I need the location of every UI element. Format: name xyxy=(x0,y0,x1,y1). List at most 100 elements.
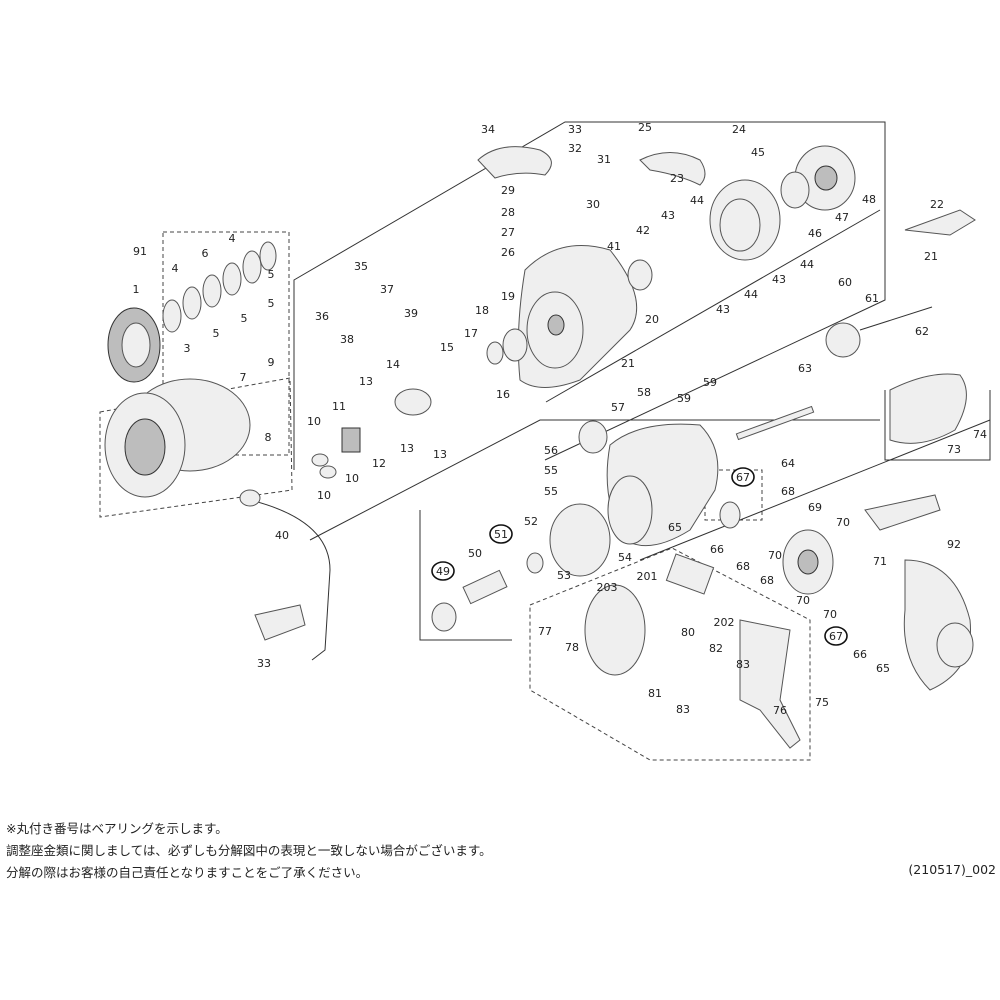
part-callout-15: 15 xyxy=(440,341,454,354)
part-callout-83: 83 xyxy=(676,703,690,716)
part-callout-10: 10 xyxy=(317,489,331,502)
part-callout-39: 39 xyxy=(404,307,418,320)
part-callout-28: 28 xyxy=(501,206,515,219)
frame-line-main-gear xyxy=(639,419,991,561)
part-callout-66: 66 xyxy=(710,543,724,556)
part-callout-76: 76 xyxy=(773,704,787,717)
note-bearing: ※丸付き番号はベアリングを示します。 xyxy=(6,821,228,836)
part-callout-63: 63 xyxy=(798,362,812,375)
part-callout-4: 4 xyxy=(229,232,236,245)
bearing-callout-circle xyxy=(824,626,848,646)
part-callout-35: 35 xyxy=(354,260,368,273)
part-callout-26: 26 xyxy=(501,246,515,259)
part-callout-73: 73 xyxy=(947,443,961,456)
part-callout-16: 16 xyxy=(496,388,510,401)
part-callout-55: 55 xyxy=(544,464,558,477)
part-callout-68: 68 xyxy=(760,574,774,587)
bail-parts xyxy=(477,146,976,236)
part-callout-29: 29 xyxy=(501,184,515,197)
part-callout-43: 43 xyxy=(716,303,730,316)
part-callout-30: 30 xyxy=(586,198,600,211)
part-callout-75: 75 xyxy=(815,696,829,709)
part-callout-48: 48 xyxy=(862,193,876,206)
part-callout-23: 23 xyxy=(670,172,684,185)
part-callout-33: 33 xyxy=(257,657,271,670)
part-callout-66: 66 xyxy=(853,648,867,661)
part-callout-70: 70 xyxy=(823,608,837,621)
part-callout-44: 44 xyxy=(800,258,814,271)
part-callout-13: 13 xyxy=(400,442,414,455)
part-callout-47: 47 xyxy=(835,211,849,224)
part-callout-32: 32 xyxy=(568,142,582,155)
part-callout-12: 12 xyxy=(372,457,386,470)
part-callout-81: 81 xyxy=(648,687,662,700)
oscillation-parts xyxy=(735,306,933,441)
part-callout-74: 74 xyxy=(973,428,987,441)
part-callout-13: 13 xyxy=(433,448,447,461)
part-callout-34: 34 xyxy=(481,123,495,136)
part-callout-70: 70 xyxy=(768,549,782,562)
drive-gear xyxy=(719,501,834,595)
part-callout-83: 83 xyxy=(736,658,750,671)
part-callout-36: 36 xyxy=(315,310,329,323)
part-callout-9: 9 xyxy=(268,356,275,369)
part-callout-21: 21 xyxy=(621,357,635,370)
part-callout-40: 40 xyxy=(275,529,289,542)
part-callout-203: 203 xyxy=(597,581,618,594)
part-callout-67: 67 xyxy=(736,471,750,484)
frame-line-upper xyxy=(545,209,881,403)
part-callout-37: 37 xyxy=(380,283,394,296)
part-callout-78: 78 xyxy=(565,641,579,654)
part-callout-22: 22 xyxy=(930,198,944,211)
part-callout-77: 77 xyxy=(538,625,552,638)
part-callout-33: 33 xyxy=(568,123,582,136)
gear-frame-line xyxy=(419,510,512,641)
part-callout-54: 54 xyxy=(618,551,632,564)
spool xyxy=(104,378,251,498)
part-callout-61: 61 xyxy=(865,292,879,305)
part-callout-41: 41 xyxy=(607,240,621,253)
part-callout-50: 50 xyxy=(468,547,482,560)
part-callout-59: 59 xyxy=(677,392,691,405)
part-callout-8: 8 xyxy=(265,431,272,444)
part-callout-31: 31 xyxy=(597,153,611,166)
bearing-callout-circle xyxy=(431,561,455,581)
main-frame-line xyxy=(309,419,880,541)
part-callout-42: 42 xyxy=(636,224,650,237)
part-callout-56: 56 xyxy=(544,444,558,457)
part-callout-10: 10 xyxy=(307,415,321,428)
part-callout-13: 13 xyxy=(359,375,373,388)
part-callout-69: 69 xyxy=(808,501,822,514)
part-callout-68: 68 xyxy=(781,485,795,498)
part-callout-21: 21 xyxy=(924,250,938,263)
part-callout-82: 82 xyxy=(709,642,723,655)
part-callout-65: 65 xyxy=(668,521,682,534)
part-callout-51: 51 xyxy=(494,528,508,541)
part-callout-70: 70 xyxy=(796,594,810,607)
part-callout-49: 49 xyxy=(436,565,450,578)
part-callout-27: 27 xyxy=(501,226,515,239)
note-disassembly: 分解の際はお客様の自己責任となりますことをご了承ください。 xyxy=(6,865,369,880)
part-callout-80: 80 xyxy=(681,626,695,639)
pinion-gear-and-bearing xyxy=(431,552,544,632)
part-callout-44: 44 xyxy=(744,288,758,301)
part-callout-17: 17 xyxy=(464,327,478,340)
part-callout-59: 59 xyxy=(703,376,717,389)
part-callout-5: 5 xyxy=(268,268,275,281)
part-callout-65: 65 xyxy=(876,662,890,675)
part-callout-1: 1 xyxy=(133,283,140,296)
part-callout-45: 45 xyxy=(751,146,765,159)
part-callout-64: 64 xyxy=(781,457,795,470)
part-callout-4: 4 xyxy=(172,262,179,275)
part-callout-43: 43 xyxy=(661,209,675,222)
side-cover-frame xyxy=(884,390,991,461)
part-callout-43: 43 xyxy=(772,273,786,286)
side-cover-and-handle-cap xyxy=(864,373,974,691)
note-washers: 調整座金類に関しましては、必ずしも分解図中の表現と一致しない場合がございます。 xyxy=(6,843,492,858)
rotor-nut-and-collar xyxy=(627,145,856,291)
part-callout-11: 11 xyxy=(332,400,346,413)
spool-assembly-group xyxy=(162,231,290,456)
part-callout-52: 52 xyxy=(524,515,538,528)
